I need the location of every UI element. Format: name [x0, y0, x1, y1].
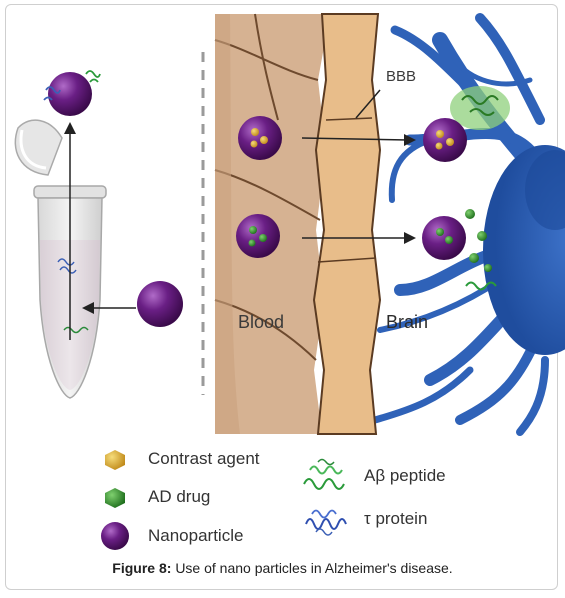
- functionalized-nanoparticle: [43, 70, 101, 116]
- ab-peptide-brain: [465, 281, 497, 291]
- ab-peptide-in-tube: [63, 326, 89, 334]
- brain-label: Brain: [386, 312, 429, 332]
- legend-tau-protein: τ protein: [364, 509, 428, 528]
- nanoparticle-contrast-brain: [423, 118, 467, 162]
- released-drug: [465, 209, 492, 272]
- neuron-cell: [355, 13, 565, 436]
- tau-protein-icon: [305, 509, 347, 536]
- bbb-label: BBB: [386, 68, 417, 85]
- ab-peptide-strand: [461, 95, 499, 116]
- contrast-agent-icon: [105, 450, 125, 470]
- caption-text: Use of nano particles in Alzheimer's dis…: [175, 560, 453, 576]
- bbb-pointer: [355, 89, 381, 119]
- tau-protein-in-tube: [57, 258, 77, 274]
- legend-ad-drug: AD drug: [148, 487, 211, 506]
- nanoparticle-drug-blood: [236, 214, 280, 258]
- figure-label: Figure 8:: [112, 560, 172, 576]
- figure-caption: Figure 8: Use of nano particles in Alzhe…: [0, 560, 565, 576]
- nanoparticle-diagram: [14, 13, 565, 436]
- nanoparticle-drug-brain: [422, 216, 466, 260]
- arrow-up: [64, 122, 76, 340]
- legend-nanoparticle: Nanoparticle: [148, 526, 244, 545]
- blood-brain-barrier: [312, 13, 382, 435]
- ab-peptide-icon: [303, 458, 345, 490]
- test-tube: [14, 119, 107, 399]
- legend-ab-peptide: Aβ peptide: [364, 466, 446, 485]
- nanoparticle-icon: [101, 522, 129, 550]
- arrow-cross-1: [301, 134, 416, 146]
- ad-drug-icon: [105, 488, 125, 508]
- blood-label: Blood: [238, 312, 285, 332]
- arrow-left: [82, 302, 136, 314]
- arrow-cross-2: [302, 232, 416, 244]
- legend-contrast-agent: Contrast agent: [148, 449, 260, 468]
- nanoparticle-contrast-blood: [238, 116, 282, 160]
- free-nanoparticle: [137, 281, 183, 327]
